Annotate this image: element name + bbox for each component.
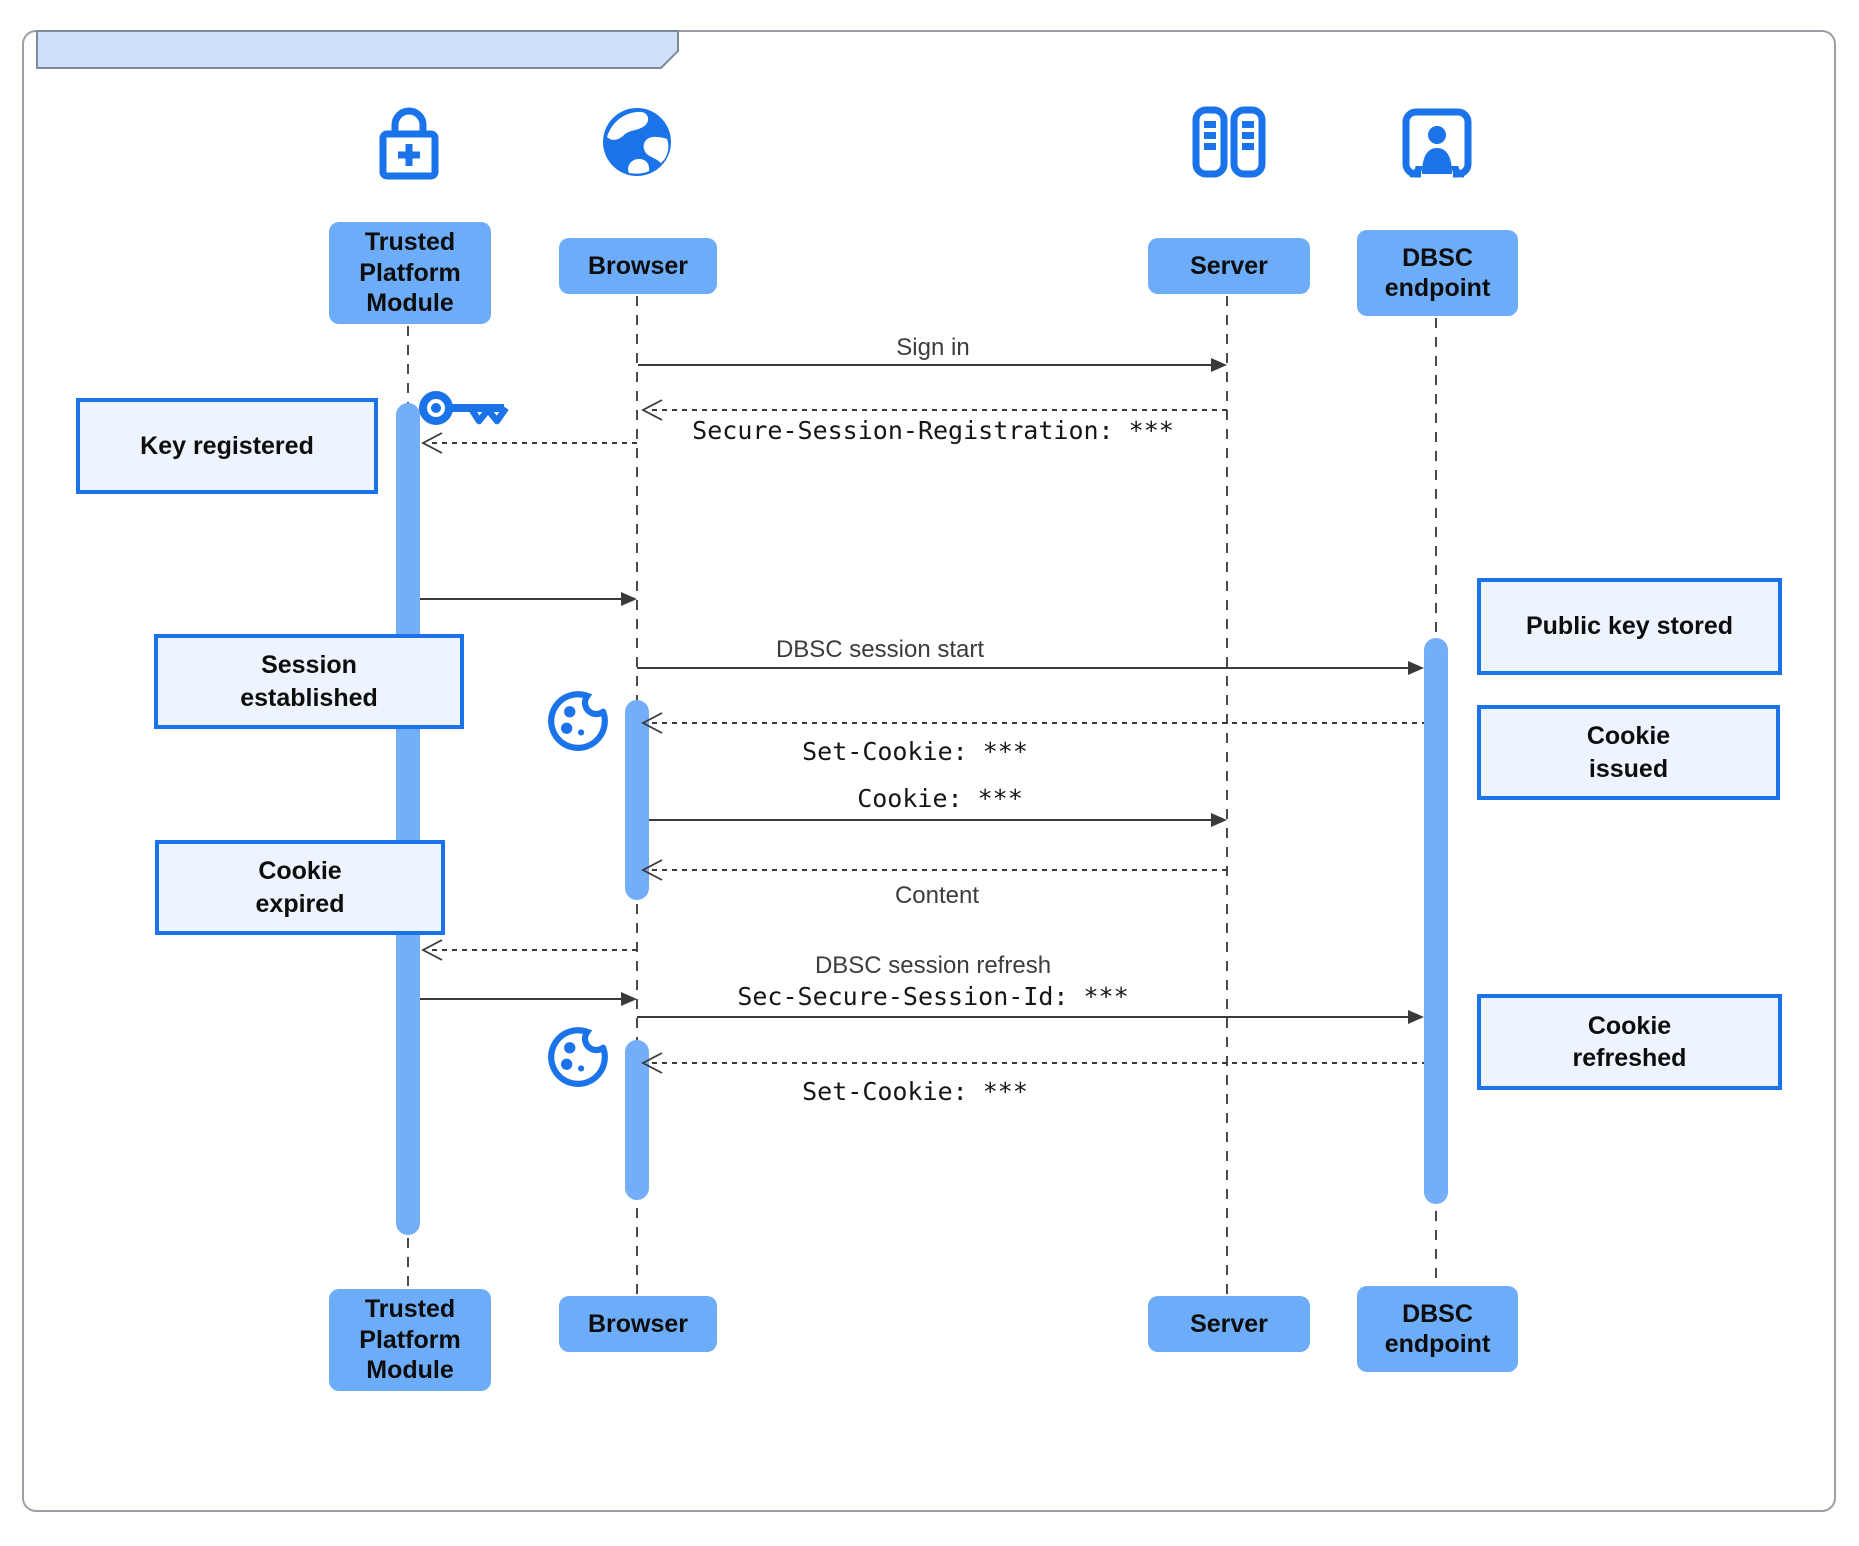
- activation-browser-2: [625, 1040, 649, 1200]
- actor-browser-label: Browser: [587, 1309, 689, 1338]
- message-arrow-set-cookie-2: [652, 1062, 1424, 1064]
- message-label-sec-secure-session-id: Sec-Secure-Session-Id: ***: [737, 982, 1129, 1011]
- note-label: Public key stored: [1525, 612, 1734, 641]
- note-key-registered: Key registered: [76, 398, 378, 494]
- actor-server-bottom: Server: [1148, 1296, 1310, 1352]
- arrowhead-open: [641, 712, 663, 734]
- message-label-dbsc-session-start: DBSC session start: [775, 636, 985, 663]
- message-label-dbsc-session-refresh: DBSC session refresh: [814, 952, 1052, 979]
- diagram-frame: [22, 30, 1836, 1512]
- arrowhead-filled: [1211, 358, 1227, 372]
- message-arrow-browser-to-tpm-1: [432, 442, 637, 444]
- arrowhead-open: [421, 432, 443, 454]
- note-label: Cookie issued: [1586, 722, 1671, 783]
- note-session-established: Session established: [154, 634, 464, 729]
- note-label: Cookie refreshed: [1572, 1011, 1687, 1073]
- message-arrow-sign-in: [638, 364, 1213, 366]
- actor-tpm-top: Trusted Platform Module: [329, 222, 491, 324]
- note-label: Session established: [240, 651, 378, 712]
- arrowhead-open: [641, 1052, 663, 1074]
- message-arrow-content: [652, 869, 1227, 871]
- endpoint-person-icon: [1402, 108, 1472, 180]
- actor-dbsc-label: DBSC endpoint: [1384, 1299, 1491, 1359]
- arrowhead-open: [421, 939, 443, 961]
- note-cookie-expired: Cookie expired: [155, 840, 445, 935]
- globe-icon: [603, 108, 671, 176]
- arrowhead-filled: [1408, 661, 1424, 675]
- message-arrow-dbsc-session-start: [637, 667, 1410, 669]
- actor-server-label: Server: [1190, 251, 1268, 280]
- actor-tpm-label: Trusted Platform Module: [359, 1295, 461, 1385]
- message-arrow-browser-to-tpm-2: [432, 949, 637, 951]
- message-arrow-tpm-to-browser-1: [420, 598, 623, 600]
- cookie-icon: [548, 691, 608, 751]
- actor-server-label: Server: [1190, 1309, 1268, 1338]
- actor-browser-label: Browser: [587, 251, 689, 280]
- actor-tpm-bottom: Trusted Platform Module: [329, 1289, 491, 1391]
- arrowhead-filled: [1408, 1010, 1424, 1024]
- server-racks-icon: [1192, 106, 1266, 178]
- cookie-icon: [548, 1027, 608, 1087]
- lock-plus-icon: [379, 107, 439, 180]
- arrowhead-filled: [621, 592, 637, 606]
- actor-dbsc-bottom: DBSC endpoint: [1357, 1286, 1518, 1372]
- message-arrow-secure-session-registration: [652, 409, 1227, 411]
- actor-tpm-label: Trusted Platform Module: [359, 228, 461, 318]
- message-label-secure-session-registration: Secure-Session-Registration: ***: [692, 416, 1174, 445]
- message-label-cookie: Cookie: ***: [857, 784, 1023, 813]
- message-label-set-cookie-2: Set-Cookie: ***: [802, 1077, 1028, 1106]
- message-label-set-cookie-1: Set-Cookie: ***: [802, 737, 1028, 766]
- activation-browser-1: [625, 700, 649, 900]
- note-public-key-stored: Public key stored: [1477, 578, 1782, 675]
- message-arrow-dbsc-session-refresh: [637, 1016, 1410, 1018]
- actor-dbsc-label: DBSC endpoint: [1384, 243, 1491, 303]
- message-arrow-cookie: [649, 819, 1213, 821]
- title-tab-shape: [36, 30, 679, 69]
- actor-dbsc-top: DBSC endpoint: [1357, 230, 1518, 316]
- arrowhead-filled: [1211, 813, 1227, 827]
- note-cookie-issued: Cookie issued: [1477, 705, 1780, 800]
- activation-dbsc: [1424, 638, 1448, 1204]
- activation-tpm: [396, 403, 420, 1235]
- note-cookie-refreshed: Cookie refreshed: [1477, 994, 1782, 1090]
- arrowhead-open: [641, 399, 663, 421]
- note-label: Key registered: [140, 431, 314, 460]
- actor-browser-top: Browser: [559, 238, 717, 294]
- message-label-sign-in: Sign in: [896, 334, 970, 361]
- message-arrow-tpm-to-browser-2: [420, 998, 623, 1000]
- message-label-content: Content: [894, 882, 980, 909]
- arrowhead-filled: [621, 992, 637, 1006]
- lifeline-server: [1226, 296, 1228, 1294]
- actor-server-top: Server: [1148, 238, 1310, 294]
- note-label: Cookie expired: [255, 857, 345, 918]
- message-arrow-set-cookie-1: [652, 722, 1424, 724]
- arrowhead-open: [641, 859, 663, 881]
- key-icon: [419, 391, 509, 425]
- actor-browser-bottom: Browser: [559, 1296, 717, 1352]
